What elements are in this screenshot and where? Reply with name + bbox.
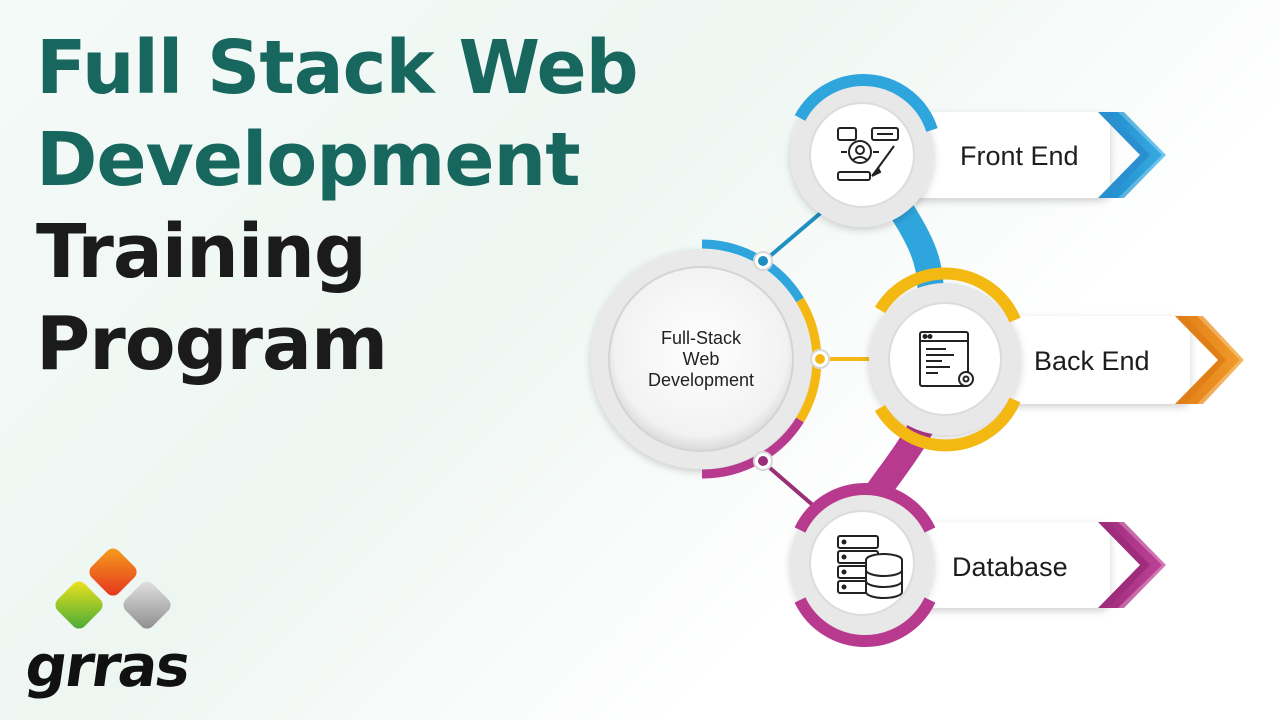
developer-icon (837, 127, 899, 181)
code-window-icon (919, 331, 974, 387)
front-end-tab (900, 112, 1110, 198)
back-end-arc-bottom (874, 397, 1021, 452)
connector-front (761, 203, 832, 264)
grras-logo-mark-icon (55, 548, 171, 629)
back-end-arc-top (874, 267, 1021, 323)
grras-logo: grras (21, 548, 214, 700)
database-arc-bottom (794, 597, 936, 647)
database-arc-top (794, 483, 936, 533)
title-line-4: Program (36, 301, 388, 387)
front-end-chevron-icon (1098, 112, 1166, 198)
title-line-3: Training (36, 209, 367, 295)
database-node: Database (790, 483, 1068, 647)
back-end-disc (888, 302, 1002, 416)
front-end-label: Front End (960, 141, 1079, 171)
front-end-node: Front End (790, 74, 1079, 227)
page-title: Full Stack Web Development Training Prog… (36, 22, 736, 390)
back-end-node: Back End (869, 267, 1150, 452)
dot-front-inner (758, 256, 768, 266)
database-chevron-icon (1098, 522, 1166, 608)
center-label-1: Full-Stack (661, 328, 742, 348)
back-end-label: Back End (1034, 346, 1150, 376)
title-line-1: Full Stack Web (36, 25, 639, 111)
title-line-2: Development (36, 117, 581, 203)
center-circle (608, 266, 794, 452)
center-label-3: Development (648, 370, 754, 390)
back-end-tab (975, 316, 1190, 404)
grras-logo-text: grras (21, 632, 194, 700)
front-end-disc (809, 102, 915, 208)
dot-back-inner (815, 354, 825, 364)
database-label: Database (952, 552, 1068, 582)
center-label-2: Web (683, 349, 720, 369)
dot-db-inner (758, 456, 768, 466)
front-end-arc (794, 74, 938, 132)
database-tab (900, 522, 1110, 608)
database-icon (837, 535, 903, 599)
back-end-chevron-icon (1175, 316, 1244, 404)
